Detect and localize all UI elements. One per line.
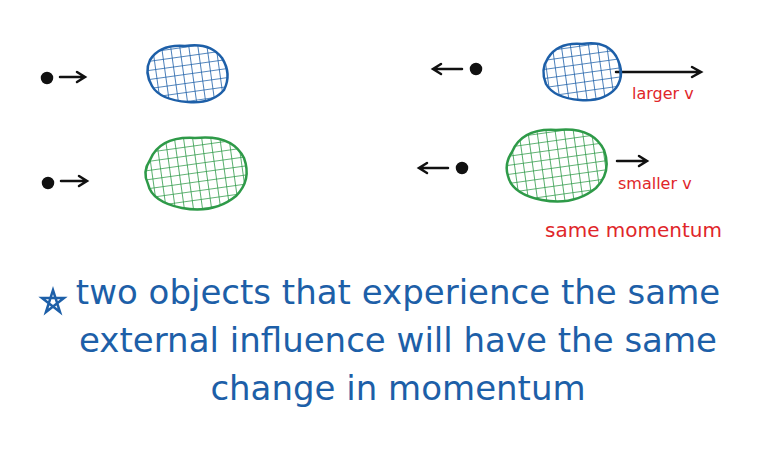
momentum-note: same momentum [545, 218, 722, 242]
velocity-label: larger v [632, 84, 694, 103]
principle-note: two objects that experience the same ext… [48, 268, 748, 412]
velocity-label: smaller v [618, 174, 692, 193]
